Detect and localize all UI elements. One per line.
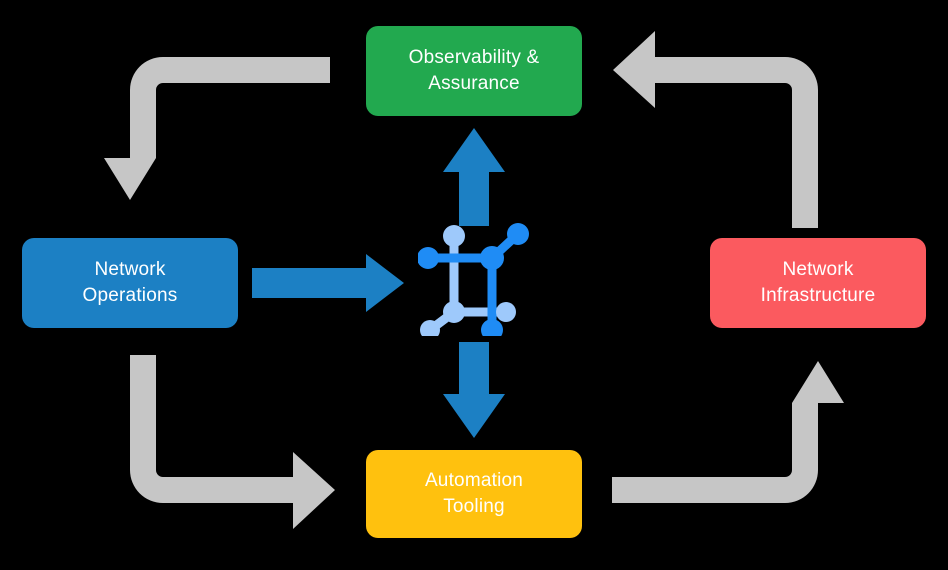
- arrow-center-to-observability: [443, 128, 505, 226]
- arrow-automation-to-infrastructure: [612, 361, 844, 503]
- arrow-operations-to-automation: [130, 355, 335, 529]
- box-network-operations[interactable]: Network Operations: [22, 238, 238, 328]
- arrow-infrastructure-to-observability: [613, 31, 818, 228]
- arrow-observability-to-operations: [104, 57, 330, 200]
- arrow-center-to-automation: [443, 342, 505, 438]
- box-observability-assurance[interactable]: Observability & Assurance: [366, 26, 582, 116]
- box-automation-tooling[interactable]: Automation Tooling: [366, 450, 582, 538]
- box-network-infrastructure[interactable]: Network Infrastructure: [710, 238, 926, 328]
- arrow-operations-to-center: [252, 254, 404, 312]
- network-graph-icon: [418, 223, 529, 336]
